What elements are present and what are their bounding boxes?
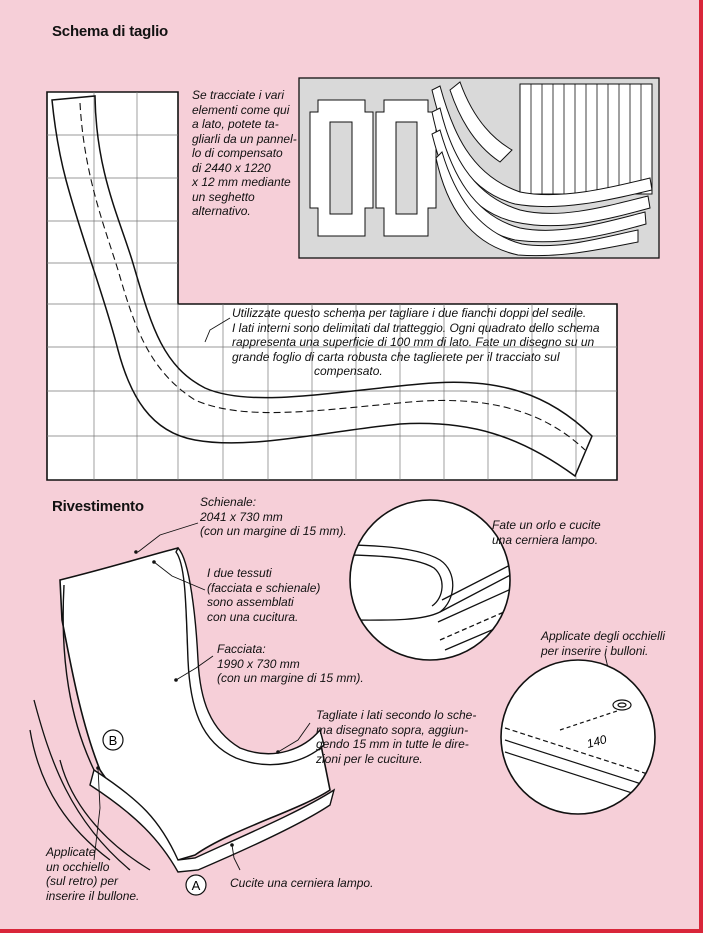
note-line: Applicate: [46, 845, 96, 859]
note-line: Tagliate i lati secondo lo sche-: [316, 708, 477, 722]
backrest-note: Schienale:2041 x 730 mm(con un margine d…: [200, 495, 347, 539]
note-line: 1990 x 730 mm: [217, 656, 300, 671]
svg-text:B: B: [109, 733, 118, 748]
eyelet-detail: 140: [500, 659, 656, 815]
seat-side-profile: [51, 95, 593, 478]
note-line: (facciata e schienale): [207, 580, 321, 595]
cutting-scheme-title: Schema di taglio: [52, 23, 168, 40]
note-line: di 2440 x 1220: [192, 160, 271, 175]
note-line: 2041 x 730 mm: [200, 509, 283, 524]
zip-note: Cucite una cerniera lampo.: [230, 876, 373, 891]
note-line: con una cucitura.: [207, 609, 299, 624]
note-line: Se tracciate i vari: [192, 88, 285, 102]
note-line: x 12 mm mediante: [192, 175, 291, 189]
note-line: sono assemblati: [207, 595, 294, 609]
note-line: una cerniera lampo.: [492, 532, 599, 547]
svg-text:140: 140: [585, 732, 608, 751]
note-line: Schienale:: [200, 495, 257, 509]
note-line: a lato, potete ta-: [192, 117, 279, 131]
note-line: gliarli da un pannel-: [192, 131, 297, 146]
note-line: zioni per le cuciture.: [316, 751, 423, 766]
note-line: gendo 15 mm in tutte le dire-: [316, 737, 469, 751]
front-panel-note: Facciata:1990 x 730 mm(con un margine di…: [217, 642, 364, 686]
note-line: Facciata:: [217, 642, 266, 656]
note-line: (con un margine di 15 mm).: [217, 671, 364, 685]
note-line: ma disegnato sopra, aggiun-: [316, 722, 469, 737]
note-line: un occhiello: [46, 859, 110, 874]
note-line: (con un margine di 15 mm).: [200, 524, 347, 538]
note-line: compensato.: [314, 364, 383, 378]
note-line: alternativo.: [192, 204, 251, 218]
cut-sides-note: Tagliate i lati secondo lo sche-ma diseg…: [316, 708, 476, 766]
note-line: I lati interni sono delimitati dal tratt…: [232, 320, 600, 335]
note-line: Cucite una cerniera lampo.: [230, 876, 374, 890]
note-line: un seghetto: [192, 189, 255, 204]
note-line: I due tessuti: [207, 566, 272, 580]
note-line: Applicate degli occhielli: [541, 629, 666, 643]
note-line: per inserire i bulloni.: [541, 643, 649, 658]
note-line: lo di compensato: [192, 146, 283, 160]
covering-title: Rivestimento: [52, 498, 144, 515]
note-line: elementi come qui: [192, 102, 290, 117]
schema-note: Utilizzate questo schema per tagliare i …: [232, 306, 612, 379]
note-line: grande foglio di carta robusta che tagli…: [232, 349, 560, 364]
note-line: Utilizzate questo schema per tagliare i …: [232, 306, 587, 320]
point-a-marker: A: [185, 874, 207, 896]
plywood-layout-panel: [298, 77, 660, 259]
note-line: rappresenta una superficie di 100 mm di …: [232, 335, 595, 349]
svg-text:A: A: [192, 878, 201, 893]
note-line: (sul retro) per: [46, 874, 119, 888]
note-line: Fate un orlo e cucite: [492, 518, 601, 532]
note-line: inserire il bullone.: [46, 888, 140, 903]
point-b-marker: B: [102, 729, 124, 751]
seat-cover-drawing: [29, 546, 336, 873]
fabrics-note: I due tessuti(facciata e schienale)sono …: [207, 566, 320, 624]
